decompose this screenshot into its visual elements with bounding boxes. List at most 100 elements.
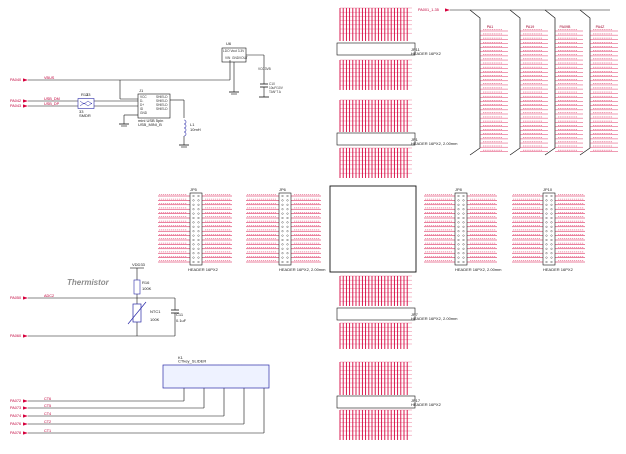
header-pin [462,208,465,211]
k1-label: CTkey_SLIDER [178,359,206,364]
thermistor-title: Thermistor [67,278,110,287]
r12-ref: R12 [81,92,89,97]
header-pin [550,225,553,228]
header-pin [457,230,460,233]
header-pin [462,239,465,241]
header-pin [281,230,284,233]
header-label: HEADER 16PX2, 2.00mm [411,141,458,146]
port-arrow [23,399,28,403]
header-label: HEADER 16PX2 [543,267,574,272]
bus-column-1: PA19 [526,25,535,29]
k1-ref: K1 [178,355,184,360]
usb-resistor-r12 [77,98,95,109]
header-pin [462,195,465,197]
header-pin [192,234,195,237]
header-pin [197,208,200,211]
header-pin [550,230,553,233]
header-pin [197,239,200,241]
header-pin [457,212,460,215]
resistor-r16 [133,279,141,295]
header-pin [192,225,195,228]
port-arrow [23,422,28,426]
port-arrow [23,99,28,103]
ntc1-ref: NTC1 [150,309,161,314]
wires-layer [28,7,618,440]
j1-shield-0: SHIELD [156,95,168,99]
header-pin [197,199,200,202]
header-pin [192,203,195,206]
port-label-pa073: PA073 [10,406,21,410]
header-3-nets [246,194,321,263]
header-4-nets [424,194,497,263]
u6-pin-0: VIN [225,56,231,60]
header-pin [462,225,465,228]
header-pin [286,247,289,250]
header-pin [197,195,200,197]
header-ref: JP11 [411,47,421,52]
header-pin [286,234,289,237]
header-ref: JP6 [279,187,287,192]
header-pin [197,261,200,263]
port-label-pa076: PA076 [10,422,21,426]
header-pin [457,217,460,219]
header-pin [462,217,465,219]
header-pin [192,252,195,255]
jp11-top-stack [339,7,412,41]
j1-pin-0: VCC [140,95,147,99]
header-pin [192,208,195,211]
header-pin [545,256,548,259]
header-pin [457,234,460,237]
header-pin [457,225,460,228]
j1-pin-4: GND [140,111,148,115]
header-pin [550,247,553,250]
resistor-zigzag [79,102,93,107]
u6-pin-2: VOUT [239,56,248,60]
header-pin [545,203,548,206]
header-ref: JP17 [411,398,421,403]
header-pin [281,195,284,197]
ntc-slash [127,301,147,325]
header-pin [281,208,284,211]
header-pin [545,217,548,219]
header-pin [286,261,289,263]
header-ref: JP5 [190,187,198,192]
header-pin [545,230,548,233]
bus-column-3: PA4Z [596,25,606,29]
port-arrow [445,8,450,12]
header-pin [462,221,465,224]
bus-column-0: PA1 [487,25,494,29]
c10-value: 10uF/10V [269,86,284,90]
jp7-top-stack [339,275,412,306]
j1-shield-3: SHIELD [156,107,168,111]
header-pin [457,199,460,202]
header-pin [197,243,200,246]
header-pin [545,199,548,202]
header-pin [550,239,553,241]
header-pin [550,217,553,219]
header-pin [281,261,284,263]
header-pin [286,239,289,241]
header-pin [457,256,460,259]
header-pin [192,199,195,202]
header-pin [462,234,465,237]
header-pin [286,203,289,206]
bus-entry [469,9,481,156]
signal-label-usb_dp: USB_DP [44,102,60,106]
header-jp17 [336,395,416,409]
header-label: HEADER 16PX2, 2.00mm [279,267,326,272]
r12-value: 33 [86,92,91,97]
inductor-coil [183,123,187,129]
header-label: HEADER 16PX2, 2.00mm [455,267,502,272]
port-arrow [23,104,28,108]
l1-value: 10mH [190,127,201,132]
header-pin [457,208,460,211]
j1-pin-3: ID [140,107,144,111]
header-pin [457,203,460,206]
header-pin [457,247,460,250]
resistor-zigzag [79,100,93,105]
header-2-nets [158,194,232,263]
header-pin [457,252,460,255]
ntc1-value: 100K [150,317,160,322]
header-jp1 [336,132,416,146]
